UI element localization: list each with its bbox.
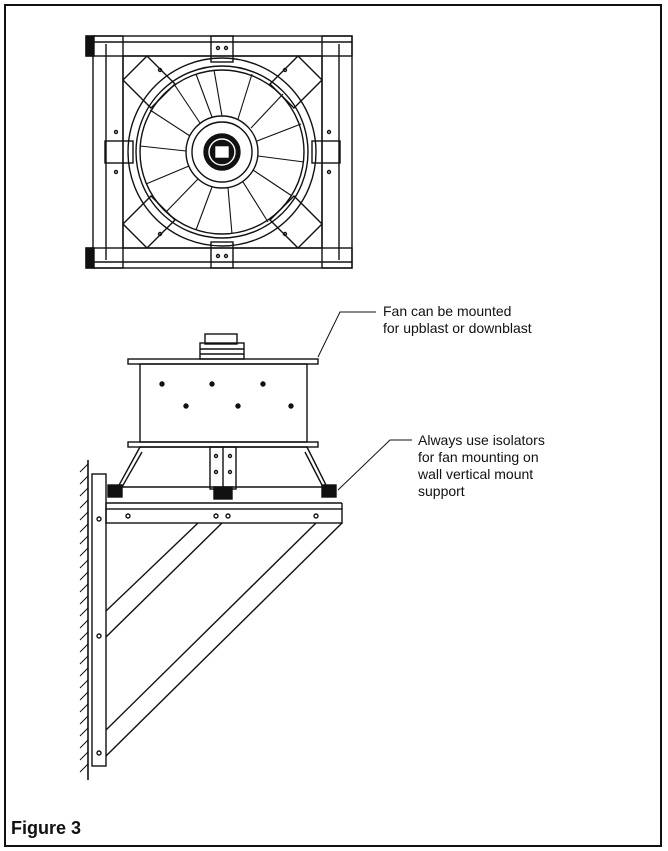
bottom-channel [85,247,353,269]
fan-blades [139,69,305,235]
fan-side-view-wall-mount-drawing [79,333,343,780]
isolators [107,484,337,500]
fan-drum [139,363,308,443]
left-rail [92,35,124,269]
mount-direction-callout: Fan can be mounted for upblast or downbl… [383,303,532,336]
right-rail [321,35,353,269]
fan-top-view-drawing [85,35,353,269]
leader-lines [317,311,412,491]
wall-hatching [79,463,89,773]
support-beam [105,508,343,524]
isolators-callout: Always use isolators for fan mounting on… [418,432,545,499]
figure-caption: Figure 3 [11,818,82,838]
wall-post [91,473,107,767]
motor-body [199,342,245,360]
figure-border [4,4,662,847]
top-channel [85,35,353,57]
motor-cap [204,333,238,345]
